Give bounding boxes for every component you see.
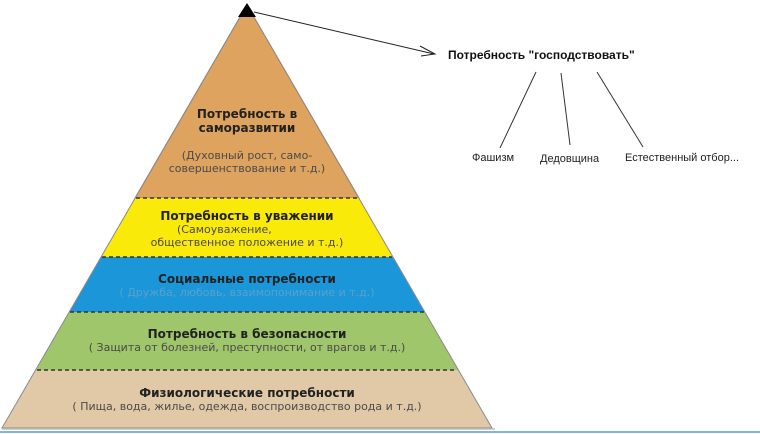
level-esteem-band bbox=[101, 198, 393, 257]
branch-line-fascism bbox=[499, 71, 537, 149]
level-social-label: Социальные потребности ( Дружба, любовь,… bbox=[97, 272, 397, 299]
level-safety-band bbox=[36, 312, 458, 370]
level-subtitle: (Самоуважение, bbox=[177, 223, 272, 236]
level-self-actualization-label: Потребность в саморазвитии (Духовный рос… bbox=[147, 107, 347, 175]
level-esteem-label: Потребность в уважении (Самоуважение, об… bbox=[147, 209, 347, 249]
dominance-need-title: Потребность "господствовать" bbox=[448, 48, 635, 62]
arrowhead-icon bbox=[419, 45, 437, 57]
apex-tip-icon bbox=[238, 3, 256, 17]
level-physiological-label: Физиологические потребности ( Пища, вода… bbox=[27, 386, 467, 413]
child-hazing: Дедовщина bbox=[540, 153, 600, 165]
level-subtitle: общественное положение и т.д.) bbox=[150, 236, 344, 249]
child-fascism: Фашизм bbox=[472, 152, 515, 164]
level-physiological-band bbox=[2, 370, 492, 428]
branch-line-hazing bbox=[560, 72, 571, 146]
branch-line-natural-selection bbox=[596, 71, 644, 148]
level-title: Физиологические потребности bbox=[139, 386, 355, 400]
level-subtitle: совершенствование и т.д.) bbox=[168, 162, 326, 175]
child-natural-selection: Естественный отбор... bbox=[625, 152, 739, 164]
level-title: Потребность в уважении bbox=[160, 209, 334, 223]
level-title: саморазвитии bbox=[198, 121, 296, 135]
level-title: Потребность в bbox=[196, 107, 298, 121]
level-subtitle: ( Пища, вода, жилье, одежда, воспроизвод… bbox=[72, 400, 422, 413]
level-title: Потребность в безопасности bbox=[147, 327, 347, 341]
level-social-band bbox=[69, 257, 425, 312]
arrow-line bbox=[253, 11, 435, 55]
level-subtitle: (Духовный рост, само- bbox=[181, 149, 313, 162]
level-safety-label: Потребность в безопасности ( Защита от б… bbox=[47, 327, 447, 354]
level-subtitle: ( Дружба, любовь, взаимопонимание и т.д.… bbox=[119, 286, 375, 299]
level-subtitle: ( Защита от болезней, преступности, от в… bbox=[88, 341, 406, 354]
pyramid-outline bbox=[1, 4, 493, 429]
level-title: Социальные потребности bbox=[158, 272, 336, 286]
